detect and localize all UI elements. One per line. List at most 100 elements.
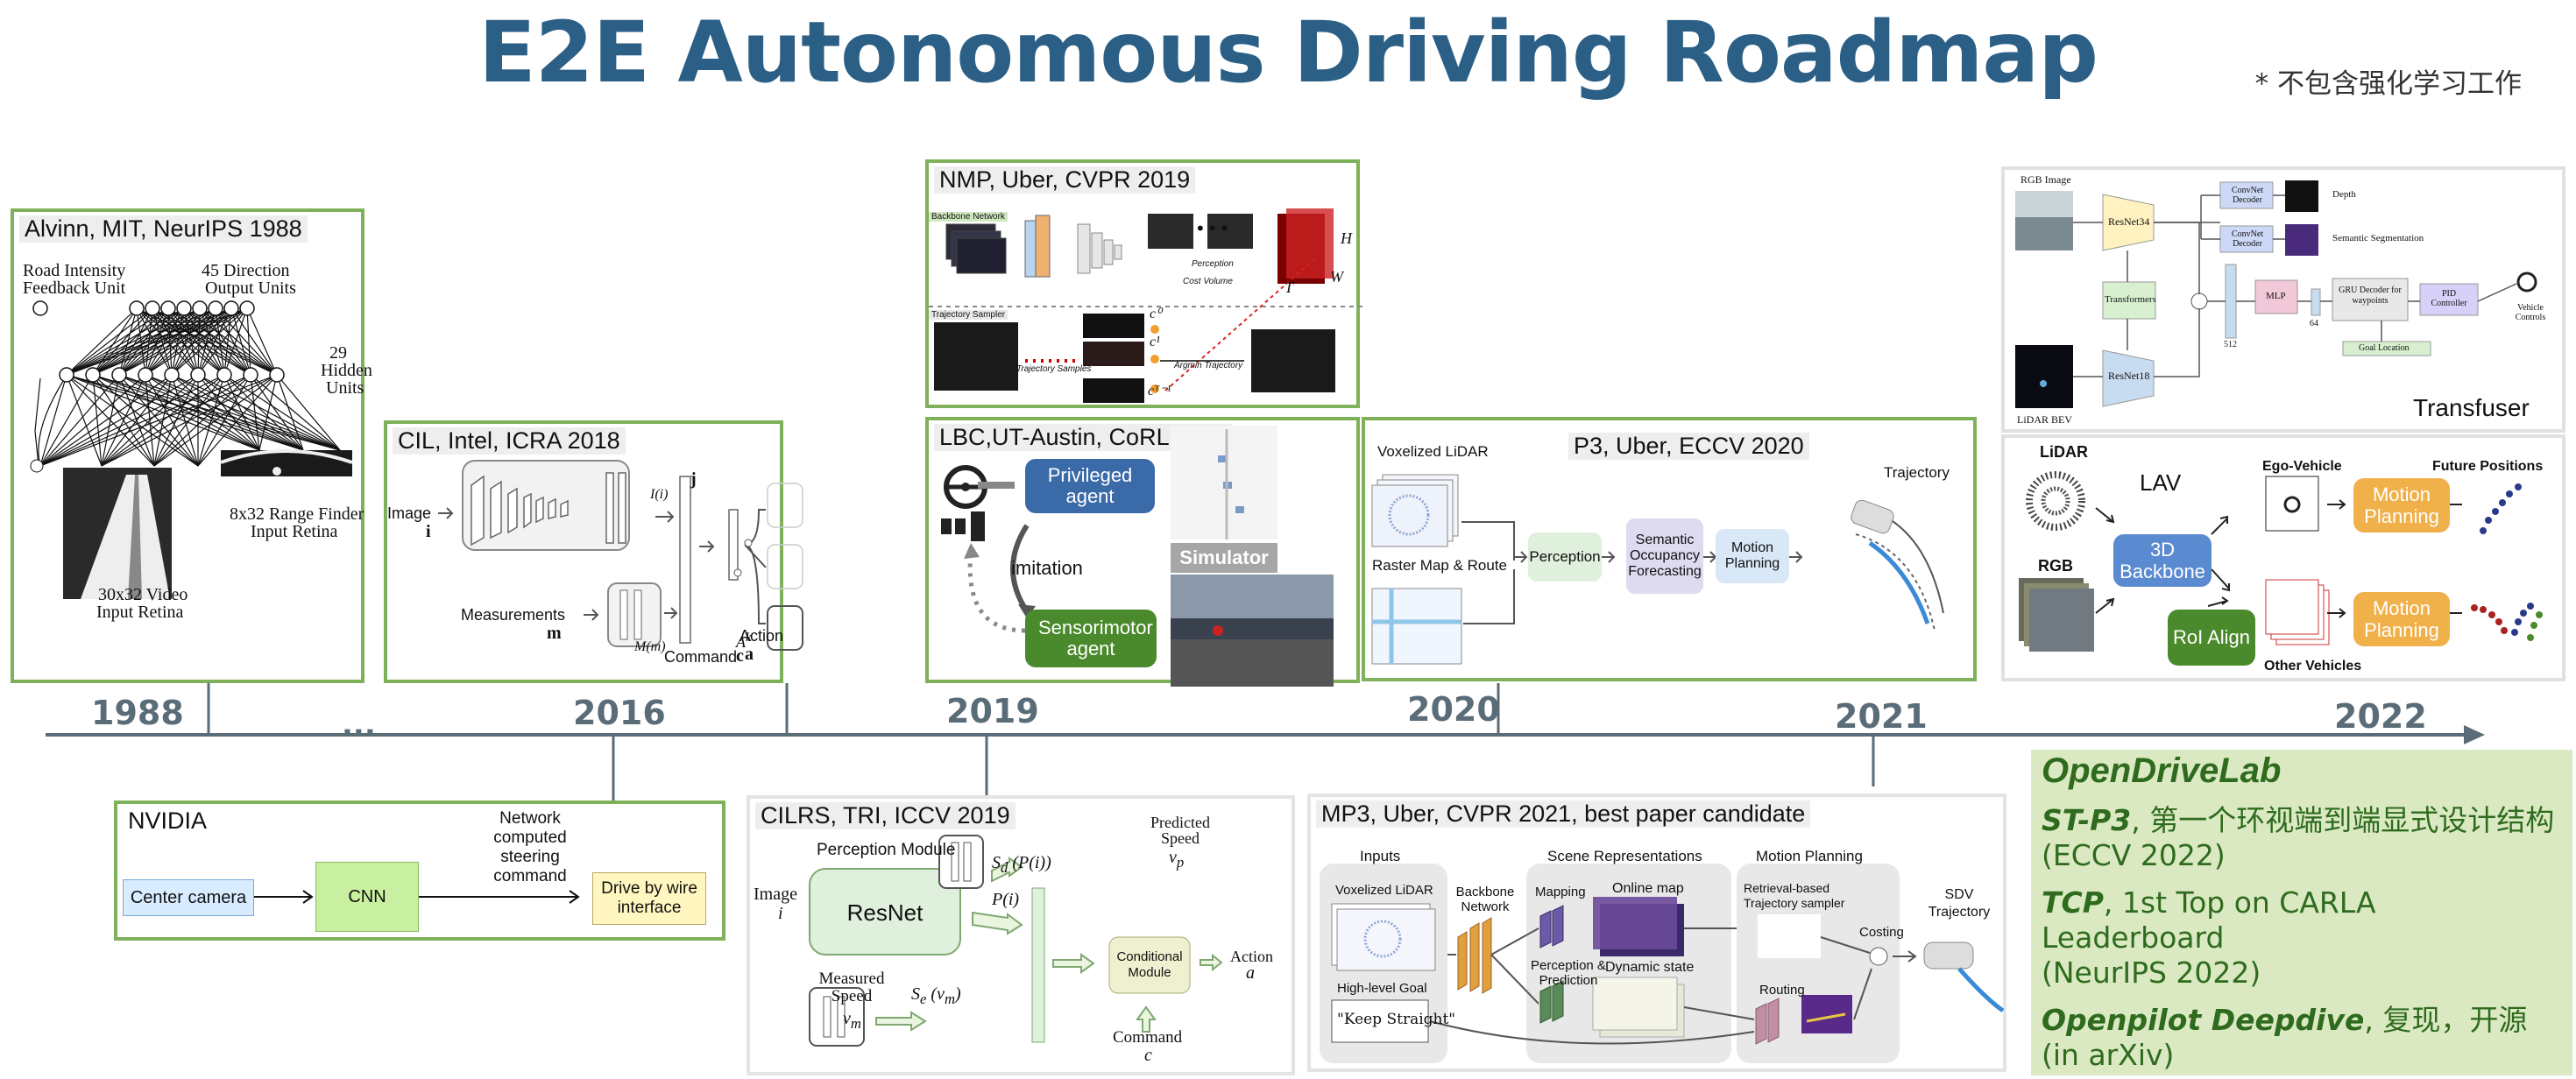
nmp-c1-label: c¹ bbox=[1150, 335, 1160, 349]
alvinn-connection bbox=[101, 374, 251, 467]
cil-image-label: Image bbox=[387, 504, 432, 522]
cil-measurement-feature-label: M(m) bbox=[634, 639, 666, 654]
nmp-c0-label: c⁰ bbox=[1150, 307, 1162, 321]
cilrs-predicted-label: Predicted Speed bbox=[1150, 814, 1210, 847]
cil-measurements-symbol: m bbox=[547, 624, 562, 643]
panel-lbc: LBC,UT-Austin, CoRL 2019 Privileged agen… bbox=[925, 417, 1360, 687]
nvidia-cnn-node: CNN bbox=[315, 862, 419, 932]
alvinn-connection bbox=[136, 307, 146, 376]
alvinn-output-node bbox=[145, 300, 160, 316]
transfuser-goal-label: Goal Location bbox=[2359, 343, 2410, 353]
cilrs-measured-label: Measured Speed bbox=[818, 970, 885, 1005]
alvinn-output-node bbox=[223, 300, 239, 316]
alvinn-hidden-node bbox=[138, 367, 153, 383]
privileged-agent-node: Privileged agent bbox=[1025, 459, 1155, 513]
lav-future-label: Future Positions bbox=[2432, 459, 2544, 474]
nmp-t-label: T bbox=[1284, 279, 1294, 296]
simulator-label: Simulator bbox=[1171, 543, 1277, 573]
p3-lidar-label: Voxelized LiDAR bbox=[1377, 443, 1489, 460]
alvinn-hidden-node bbox=[111, 367, 127, 383]
alvinn-connection bbox=[246, 307, 251, 376]
nmp-perception-label: Perception bbox=[1192, 259, 1234, 269]
transfuser-convnet2-label: ConvNet Decoder bbox=[2231, 229, 2264, 249]
transfuser-resnet34-label: ResNet34 bbox=[2108, 215, 2150, 228]
lbc-diagram bbox=[941, 426, 1334, 687]
alvinn-connection bbox=[145, 374, 304, 451]
alvinn-connection bbox=[39, 374, 67, 467]
transfuser-lidar-bev-label: LiDAR BEV bbox=[2017, 413, 2072, 426]
cilrs-sd-label: Sd (P(i)) bbox=[992, 853, 1051, 876]
transfuser-pid-label: PID Controller bbox=[2431, 289, 2467, 308]
cil-image-symbol: i bbox=[426, 522, 431, 541]
panel-transfuser: RGB Image ResNet34 ResNet18 Transformers… bbox=[2001, 166, 2565, 433]
alvinn-connection bbox=[153, 374, 251, 467]
cilrs-pi-label: P(i) bbox=[992, 890, 1020, 909]
alvinn-output-node bbox=[239, 300, 255, 316]
alvinn-connection bbox=[39, 374, 251, 467]
alvinn-connection bbox=[101, 374, 173, 467]
exclusion-note: * 不包含强化学习工作 bbox=[2254, 68, 2522, 100]
opendrivelab-item-tcp: TCP, 1st Top on CARLA Leaderboard(NeurIP… bbox=[2042, 885, 2376, 990]
alvinn-connection bbox=[223, 307, 232, 376]
alvinn-hidden-node bbox=[243, 367, 258, 383]
alvinn-connection bbox=[215, 307, 251, 376]
mp3-lidar-label: Voxelized LiDAR bbox=[1335, 883, 1433, 898]
alvinn-connection bbox=[183, 307, 225, 376]
nmp-argmin-label: Argmin Trajectory bbox=[1174, 361, 1243, 370]
mp3-inputs-label: Inputs bbox=[1360, 848, 1401, 864]
alvinn-connection bbox=[101, 374, 120, 467]
opendrivelab-box: OpenDriveLab ST-P3, 第一个环视端到端显式设计结构(ECCV … bbox=[2031, 750, 2572, 1075]
alvinn-connection bbox=[66, 307, 138, 376]
alvinn-connection bbox=[145, 374, 341, 451]
mp3-routing-label: Routing bbox=[1759, 983, 1805, 998]
mp3-dynamic-label: Dynamic state bbox=[1605, 960, 1695, 975]
svg-text:• • •: • • • bbox=[1197, 217, 1228, 239]
lav-backbone-node: 3D Backbone bbox=[2113, 534, 2212, 587]
panel-cilrs: CILRS, TRI, ICCV 2019 Perception Module … bbox=[747, 795, 1295, 1075]
transfuser-transformers-label: Transformers bbox=[2105, 294, 2156, 305]
alvinn-connection bbox=[230, 307, 278, 376]
alvinn-feedback-label: Feedback Unit bbox=[23, 279, 126, 298]
panel-alvinn: Alvinn, MIT, NeurIPS 1988 Road Intensity… bbox=[11, 208, 372, 683]
alvinn-connection bbox=[197, 374, 278, 467]
nmp-cost-volume-label: Cost Volume bbox=[1183, 277, 1233, 286]
transfuser-architecture-diagram bbox=[2015, 180, 2537, 408]
alvinn-connection bbox=[118, 374, 341, 451]
nmp-architecture-diagram: • • • bbox=[929, 208, 1363, 403]
alvinn-output-node bbox=[208, 300, 223, 316]
alvinn-connection bbox=[153, 374, 278, 467]
transfuser-rgb-label: RGB Image bbox=[2020, 173, 2071, 186]
alvinn-connection bbox=[276, 374, 341, 451]
cilrs-se-label: Se (vm) bbox=[911, 984, 961, 1007]
alvinn-output-node bbox=[176, 300, 192, 316]
cilrs-architecture-diagram bbox=[809, 835, 1223, 1047]
alvinn-network-diagram bbox=[30, 300, 353, 599]
cilrs-perception-label: Perception Module bbox=[817, 841, 956, 859]
panel-title: CILRS, TRI, ICCV 2019 bbox=[755, 802, 1016, 829]
cil-action-symbol: a bbox=[745, 645, 754, 664]
alvinn-connection bbox=[183, 307, 278, 376]
alvinn-connection bbox=[199, 307, 225, 376]
alvinn-connection bbox=[101, 374, 225, 467]
alvinn-connection bbox=[199, 307, 251, 376]
alvinn-hidden-node bbox=[164, 367, 180, 383]
alvinn-connection bbox=[92, 374, 260, 451]
nmp-w-label: W bbox=[1330, 268, 1343, 286]
panel-nvidia: NVIDIA Center camera CNN Network compute… bbox=[114, 800, 725, 941]
alvinn-hidden-node bbox=[59, 367, 74, 383]
p3-pipeline-diagram bbox=[1371, 474, 1944, 665]
alvinn-connection bbox=[145, 374, 260, 451]
panel-title: NMP, Uber, CVPR 2019 bbox=[934, 166, 1196, 194]
alvinn-connection bbox=[92, 307, 138, 376]
alvinn-video-label: 30x32 Video bbox=[98, 585, 188, 604]
alvinn-hidden-node bbox=[85, 367, 101, 383]
mp3-mapping-label: Mapping bbox=[1535, 885, 1586, 899]
panel-title: CIL, Intel, ICRA 2018 bbox=[393, 427, 626, 455]
lav-motion-planning-node-1: Motion Planning bbox=[2353, 478, 2450, 532]
alvinn-connection bbox=[92, 374, 103, 467]
opendrivelab-heading: OpenDriveLab bbox=[2042, 751, 2282, 790]
alvinn-connection bbox=[183, 307, 251, 376]
transfuser-depth-label: Depth bbox=[2332, 189, 2356, 200]
cilrs-action-label: Action bbox=[1230, 948, 1273, 965]
